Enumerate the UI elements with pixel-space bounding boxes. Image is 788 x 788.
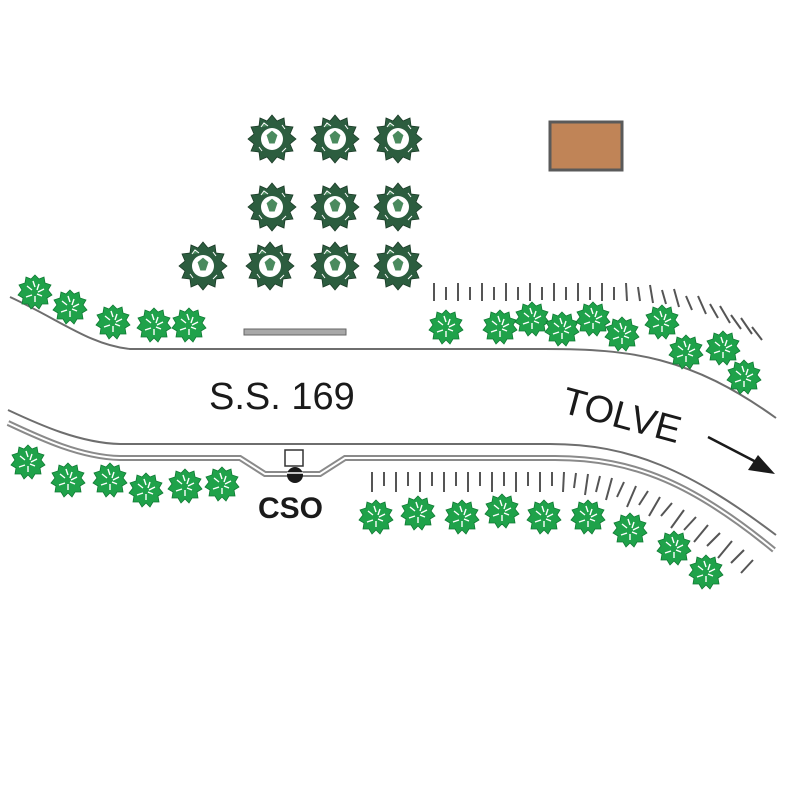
bush-icon — [726, 359, 762, 395]
bush-icon — [136, 307, 172, 343]
station-label: CSO — [258, 492, 323, 525]
bush-icon — [400, 495, 436, 531]
lower-embankment-hatch — [371, 471, 754, 574]
tree-icon — [373, 182, 423, 232]
tree-icon — [310, 114, 360, 164]
tree-icon — [245, 241, 295, 291]
guardrail-inner — [7, 422, 775, 551]
upper-embankment-hatch — [433, 282, 763, 341]
bush-icon — [204, 466, 240, 502]
road-south-edge — [7, 409, 777, 536]
bush-icon — [526, 499, 562, 535]
bush-icon — [171, 307, 207, 343]
north-bushes — [17, 274, 762, 395]
bush-icon — [644, 304, 680, 340]
bush-icon — [52, 289, 88, 325]
bush-icon — [544, 311, 580, 347]
bush-icon — [484, 493, 520, 529]
tree-icon — [373, 114, 423, 164]
tree-icon — [247, 114, 297, 164]
road — [6, 296, 777, 553]
tree-icon — [310, 241, 360, 291]
tree-icon — [178, 241, 228, 291]
bush-icon — [50, 462, 86, 498]
bush-icon — [612, 512, 648, 548]
bush-icon — [128, 472, 164, 508]
bush-icon — [688, 554, 724, 590]
bush-icon — [514, 301, 550, 337]
tree-icon — [373, 241, 423, 291]
direction-label: TOLVE — [558, 380, 686, 452]
bush-icon — [17, 274, 53, 310]
bush-icon — [482, 309, 518, 345]
bush-icon — [358, 499, 394, 535]
road-name-label: S.S. 169 — [209, 376, 355, 418]
station-icon — [284, 449, 304, 483]
bush-icon — [668, 334, 704, 370]
bush-icon — [92, 462, 128, 498]
tree-icon — [310, 182, 360, 232]
bush-icon — [570, 499, 606, 535]
building-icon — [548, 120, 624, 172]
bush-icon — [428, 309, 464, 345]
bush-icon — [95, 304, 131, 340]
bush-icon — [444, 499, 480, 535]
bush-icon — [167, 468, 203, 504]
barrier-bar — [243, 328, 347, 336]
tree-icon — [247, 182, 297, 232]
bush-icon — [575, 301, 611, 337]
arrow-icon — [707, 435, 775, 474]
bush-icon — [656, 530, 692, 566]
bush-icon — [10, 444, 46, 480]
bush-icon — [705, 330, 741, 366]
road-north-edge — [9, 296, 777, 419]
tree-grove — [178, 114, 423, 291]
